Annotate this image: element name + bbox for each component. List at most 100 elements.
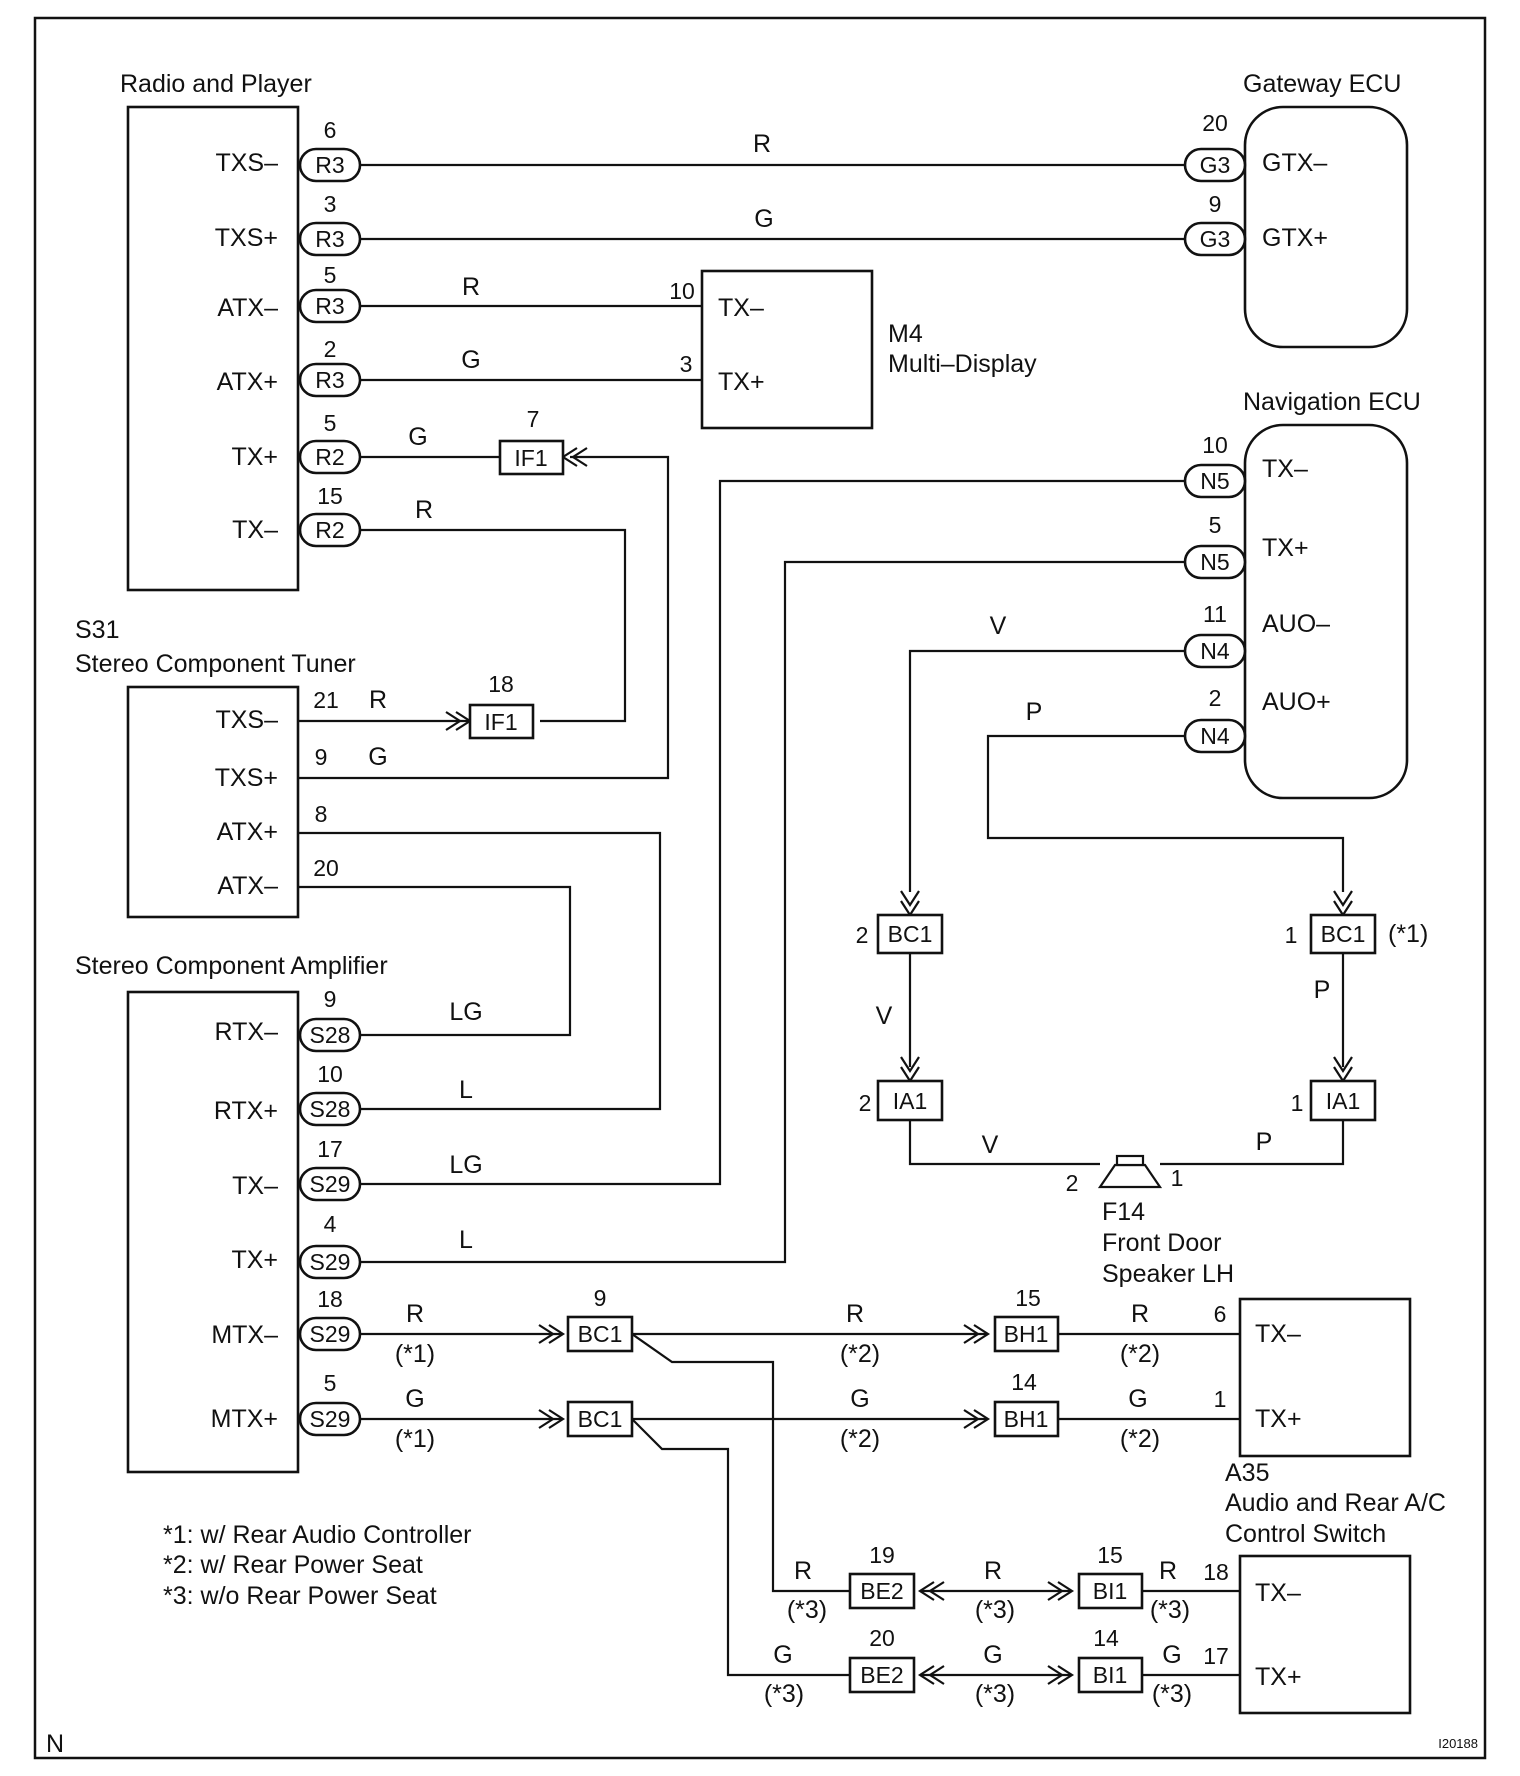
gateway-pin-label: GTX+ <box>1262 224 1328 252</box>
rect-connector-labels: IF1 IF1 BC1 BC1 IA1 IA1 BC1 BC1 BH1 BH1 … <box>484 445 1365 1688</box>
radio-pin-label: TXS+ <box>215 224 278 252</box>
amp-pin-label: TX+ <box>231 1246 278 1274</box>
note-ref: (*3) <box>1152 1680 1192 1708</box>
note-ref: (*3) <box>1150 1596 1190 1624</box>
speaker-title-line1: Front Door <box>1102 1229 1221 1257</box>
connector-bc1: BC1 <box>888 921 933 947</box>
a35-audio-rear-ac-switch: TX– TX+ TX– TX+ A35 Audio and Rear A/C C… <box>1225 1297 1446 1715</box>
wire-color-label: V <box>990 612 1007 640</box>
wire-color-label: L <box>459 1076 473 1104</box>
connector-g3: G3 <box>1200 152 1231 178</box>
speaker-code: F14 <box>1102 1198 1145 1226</box>
pin-number: 9 <box>324 986 337 1012</box>
wire-color-label: LG <box>449 998 482 1026</box>
note-ref: (*1) <box>395 1340 435 1368</box>
nav-pin-label: TX– <box>1262 455 1308 483</box>
footnote: *3: w/o Rear Power Seat <box>163 1582 437 1610</box>
radio-pin-label: ATX– <box>217 294 278 322</box>
note-ref: (*2) <box>1120 1340 1160 1368</box>
wire-color-label: R <box>753 130 771 158</box>
a35-pin-label: TX+ <box>1255 1663 1302 1691</box>
tuner-pin-label: ATX+ <box>217 818 278 846</box>
pin-number: 1 <box>1291 1090 1304 1116</box>
pin-number: 5 <box>324 262 337 288</box>
navigation-ecu: Navigation ECU TX– TX+ AUO– AUO+ <box>1243 388 1421 800</box>
note-ref: (*3) <box>975 1680 1015 1708</box>
note-ref: (*1) <box>395 1425 435 1453</box>
pin-number: 17 <box>317 1136 343 1162</box>
note-ref: (*3) <box>975 1596 1015 1624</box>
pin-number: 1 <box>1214 1386 1227 1412</box>
note-ref: (*2) <box>840 1340 880 1368</box>
pin-number: 5 <box>1209 512 1222 538</box>
wire-color-label: LG <box>449 1151 482 1179</box>
footnotes: *1: w/ Rear Audio Controller *2: w/ Rear… <box>163 1521 471 1610</box>
wire-color-label: R <box>984 1557 1002 1585</box>
note-ref: (*3) <box>787 1596 827 1624</box>
footnote: *2: w/ Rear Power Seat <box>163 1551 423 1579</box>
connector-n5: N5 <box>1200 468 1229 494</box>
connector-n4: N4 <box>1200 723 1230 749</box>
radio-pin-label: TX– <box>232 516 278 544</box>
radio-title: Radio and Player <box>120 70 312 98</box>
m4-title: Multi–Display <box>888 350 1037 378</box>
pin-number: 15 <box>1015 1285 1041 1311</box>
m4-multi-display: TX– TX+ M4 Multi–Display <box>700 269 1037 430</box>
pin-number: 4 <box>324 1211 337 1237</box>
tuner-pin-label: TXS– <box>215 706 278 734</box>
wire-color-label: R <box>1131 1300 1149 1328</box>
pin-number: 10 <box>317 1061 343 1087</box>
pin-number: 14 <box>1011 1369 1037 1395</box>
a35-code: A35 <box>1225 1459 1269 1487</box>
pin-number: 3 <box>680 351 693 377</box>
figure-id: I20188 <box>1438 1736 1478 1751</box>
m4-pin-label: TX+ <box>718 368 765 396</box>
a35-title-line2: Control Switch <box>1225 1520 1386 1548</box>
wire-color-labels: R G R G G R R G LG L LG L V P V P V P R … <box>368 130 1330 1669</box>
pin-number: 5 <box>324 1370 337 1396</box>
amp-pin-label: MTX+ <box>211 1405 278 1433</box>
wires <box>298 163 1345 1677</box>
pin-number: 6 <box>324 117 337 143</box>
pin-number: 17 <box>1203 1643 1229 1669</box>
pin-number: 2 <box>1209 685 1222 711</box>
note-references: (*1) (*1) (*1) (*2) (*2) (*2) (*2) (*3) … <box>395 920 1428 1708</box>
pin-number: 8 <box>315 801 328 827</box>
pin-number: 1 <box>1285 922 1298 948</box>
wire-color-label: R <box>794 1557 812 1585</box>
pin-number: 18 <box>488 671 514 697</box>
pin-number: 15 <box>317 483 343 509</box>
connector-if1: IF1 <box>514 445 547 471</box>
amp-pin-label: RTX+ <box>214 1097 278 1125</box>
connector-n5: N5 <box>1200 549 1229 575</box>
connector-bc1: BC1 <box>578 1321 623 1347</box>
outer-frame <box>33 16 1487 1760</box>
pin-number: 2 <box>856 922 869 948</box>
connector-r2: R2 <box>315 517 344 543</box>
wire-color-label: P <box>1314 976 1331 1004</box>
wire-color-label: G <box>850 1385 869 1413</box>
wire-color-label: R <box>406 1300 424 1328</box>
connector-r3: R3 <box>315 367 344 393</box>
wire-color-label: R <box>415 496 433 524</box>
a35-pin-label: TX+ <box>1255 1405 1302 1433</box>
connector-s29: S29 <box>310 1321 351 1347</box>
speaker-title-line2: Speaker LH <box>1102 1260 1234 1288</box>
wire-color-label: R <box>1159 1557 1177 1585</box>
wire-color-label: V <box>876 1002 893 1030</box>
pin-number: 9 <box>1209 191 1222 217</box>
connector-bh1: BH1 <box>1004 1321 1049 1347</box>
stereo-component-amplifier: Stereo Component Amplifier RTX– RTX+ TX–… <box>75 952 388 1474</box>
pin-number: 15 <box>1097 1542 1123 1568</box>
pin-number: 6 <box>1214 1301 1227 1327</box>
wire-color-label: V <box>982 1131 999 1159</box>
wire-color-label: P <box>1026 698 1043 726</box>
pin-number: 7 <box>527 406 540 432</box>
connector-r3: R3 <box>315 226 344 252</box>
gateway-title: Gateway ECU <box>1243 70 1401 98</box>
connector-s28: S28 <box>310 1022 351 1048</box>
connector-bc1: BC1 <box>578 1406 623 1432</box>
stereo-component-tuner: S31 Stereo Component Tuner TXS– TXS+ ATX… <box>75 616 356 919</box>
a35-pin-label: TX– <box>1255 1320 1301 1348</box>
speaker-icon <box>1097 1154 1163 1189</box>
